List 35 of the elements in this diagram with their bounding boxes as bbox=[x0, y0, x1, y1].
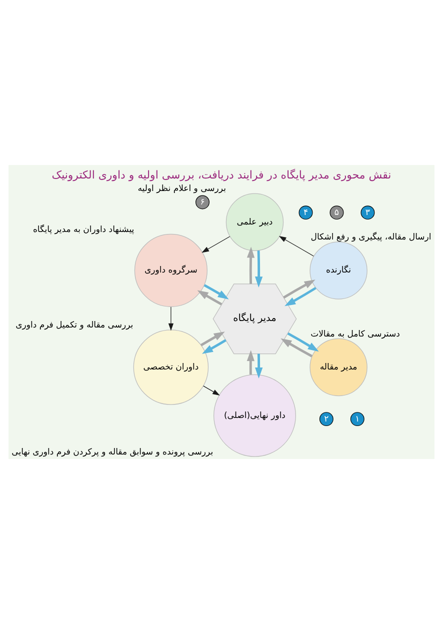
arrow bbox=[280, 338, 313, 358]
arrow bbox=[278, 236, 314, 256]
arrow bbox=[287, 332, 319, 352]
arrow bbox=[203, 386, 220, 396]
arrow bbox=[197, 290, 222, 306]
arrow bbox=[168, 306, 174, 331]
arrow bbox=[254, 250, 263, 288]
label: ۶ bbox=[200, 197, 205, 208]
label: ۴ bbox=[303, 208, 308, 218]
arrow bbox=[200, 332, 225, 346]
arrow bbox=[202, 236, 230, 253]
arrow bbox=[246, 350, 254, 375]
arrow bbox=[284, 286, 316, 306]
node-label: ارسال مقاله، پیگیری و رفع اشکال bbox=[310, 232, 432, 243]
node-circle: مدیر مقاله bbox=[310, 338, 368, 396]
node-circle: نگارنده bbox=[310, 242, 368, 300]
node-circle: سرگروه داوری bbox=[134, 234, 208, 307]
node-label: بررسی و اعلام نظر اولیه bbox=[138, 184, 226, 194]
node-label: پیشنهاد داوران به مدیر پایگاه bbox=[32, 224, 134, 235]
node-circle: داور نهایی(اصلی) bbox=[214, 374, 296, 457]
arrow bbox=[255, 354, 263, 378]
node-label: بررسی پرونده و سوابق مقاله و پرکردن فرم داوری نهایی bbox=[12, 447, 214, 458]
node-circle: دبیر علمی bbox=[226, 193, 284, 251]
label: ۵ bbox=[334, 208, 340, 218]
arrow bbox=[204, 284, 229, 300]
arrow bbox=[202, 339, 226, 354]
node-circle: داوران تخصصی bbox=[133, 330, 209, 405]
label: ۱ bbox=[355, 414, 360, 424]
arrow bbox=[283, 280, 316, 299]
arrow bbox=[246, 246, 255, 284]
node-label: دسترسی کامل به مقالات bbox=[310, 329, 400, 340]
label: ۳ bbox=[365, 208, 370, 218]
diagram-title: نقش محوری مدیر پایگاه در فرایند دریافت، بررسی اولیه و داوری الکترونیک bbox=[52, 168, 392, 182]
label: ۲ bbox=[324, 414, 329, 424]
node-label: بررسی مقاله و تکمیل فرم داوری bbox=[16, 320, 134, 331]
